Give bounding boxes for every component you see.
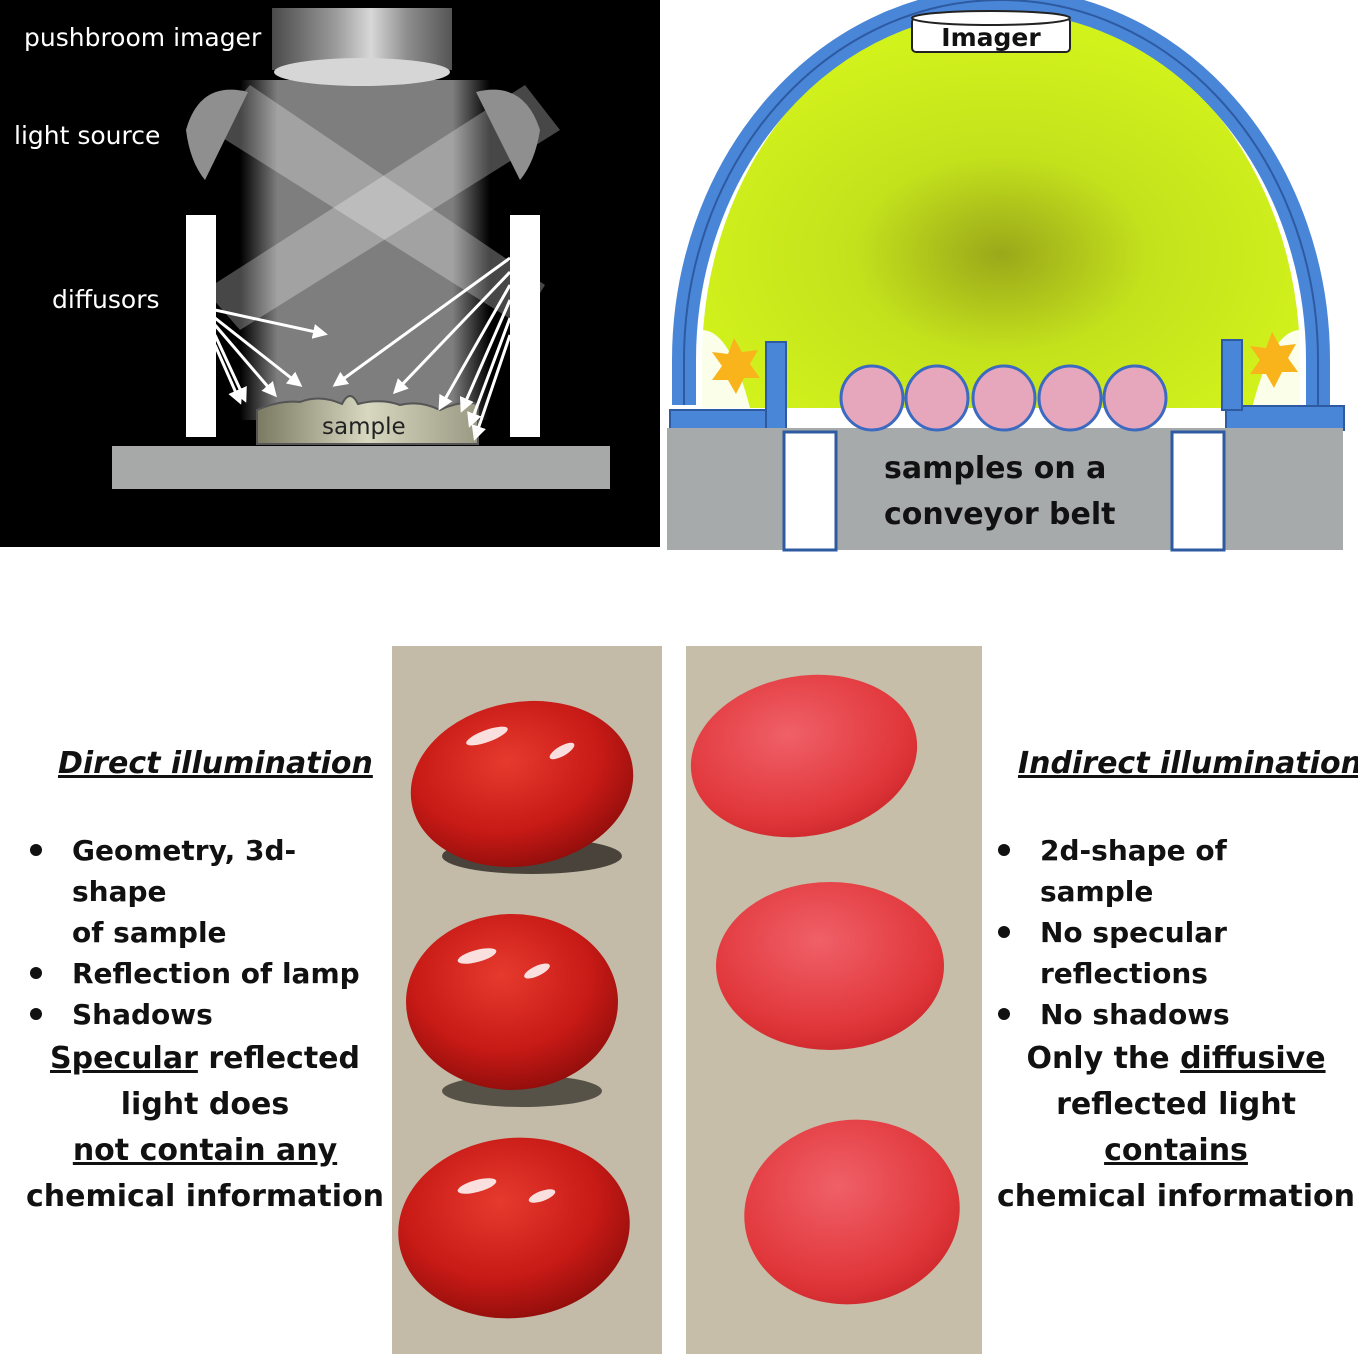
list-item: Geometry, 3d-shape: [28, 830, 388, 912]
diffusors-label: diffusors: [52, 285, 160, 314]
direct-illumination-list: Geometry, 3d-shape of sample Reflection …: [28, 830, 388, 1035]
indirect-illumination-heading: Indirect illumination: [1018, 746, 1358, 781]
direct-illumination-summary: Specular reflected light does not contai…: [26, 1041, 384, 1214]
dome-setup-diagram: Imager samples on a conveyor belt: [667, 0, 1345, 552]
list-item: Shadows: [28, 994, 388, 1035]
direct-illumination-photo: [392, 646, 662, 1354]
indirect-illumination-list: 2d-shape of sample No specular reflectio…: [996, 830, 1336, 1035]
tomato-indirect-1: [690, 674, 918, 838]
belt-label-line2: conveyor belt: [884, 497, 1116, 532]
light-source-label: light source: [14, 121, 160, 150]
list-item: No specular: [996, 912, 1336, 953]
sample-label: sample: [322, 414, 406, 440]
indirect-illumination-summary: Only the diffusive reflected light conta…: [997, 1041, 1355, 1214]
belt-label-line1: samples on a: [884, 451, 1106, 486]
tomato-indirect-3: [744, 1119, 960, 1305]
imager-label: Imager: [941, 23, 1041, 52]
tomato-indirect-2: [716, 882, 944, 1050]
left-lamp-star-icon: [712, 338, 760, 394]
indirect-illumination-photo: [686, 646, 982, 1354]
list-item: Reflection of lamp: [28, 953, 388, 994]
list-item-continued: of sample: [72, 916, 227, 949]
list-item: 2d-shape of sample: [996, 830, 1336, 912]
right-lamp-star-icon: [1250, 332, 1298, 388]
pushbroom-setup-diagram: pushbroom imager light source diffusors …: [0, 0, 660, 547]
direct-illumination-heading: Direct illumination: [58, 746, 373, 781]
tomato-direct-3: [398, 1137, 630, 1319]
pushbroom-imager-label: pushbroom imager: [24, 23, 262, 52]
tomato-direct-2: [406, 914, 618, 1090]
list-item: No shadows: [996, 994, 1336, 1035]
list-item-continued: reflections: [1040, 957, 1208, 990]
